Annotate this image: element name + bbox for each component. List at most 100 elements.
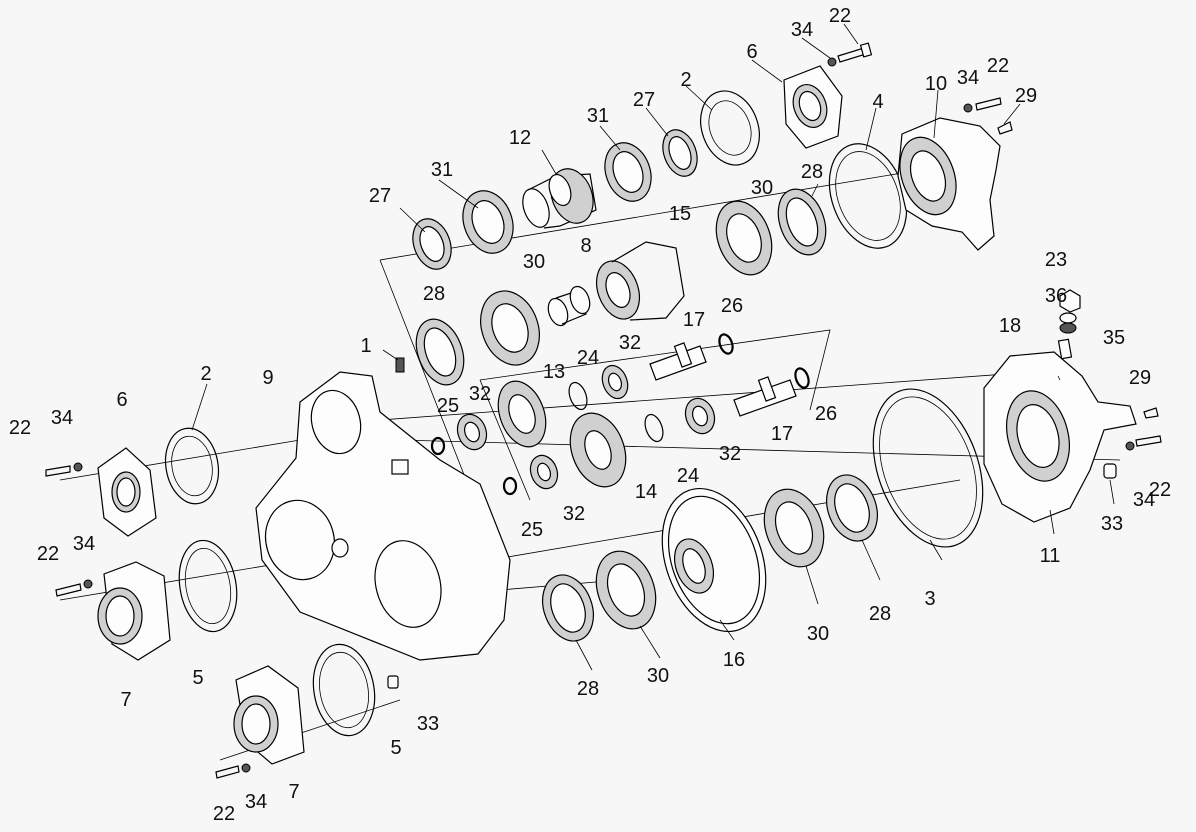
- part-label-28: 28: [577, 678, 599, 700]
- part-22-bolt-right-top: [975, 97, 1002, 111]
- part-label-18: 18: [999, 315, 1021, 337]
- part-label-28: 28: [423, 283, 445, 305]
- part-label-33: 33: [1101, 513, 1123, 535]
- part-24-snap-ring-upper: [568, 381, 588, 411]
- part-label-28: 28: [801, 161, 823, 183]
- part-5-gasket-bottom: [312, 643, 376, 737]
- part-32-bearing-upper-left: [456, 413, 488, 451]
- part-16-drum: [661, 487, 767, 633]
- part-label-34: 34: [957, 67, 979, 89]
- part-label-32: 32: [563, 503, 585, 525]
- part-14-gear: [569, 412, 627, 488]
- part-34-washer-right-top: [963, 103, 973, 113]
- part-label-6: 6: [746, 41, 757, 63]
- part-28-seal-mid-left: [415, 318, 465, 386]
- part-28-seal-lower: [542, 574, 594, 642]
- part-label-22: 22: [213, 803, 235, 825]
- part-label-7: 7: [288, 781, 299, 803]
- part-label-2: 2: [680, 69, 691, 91]
- part-26-ring-lower: [794, 367, 810, 389]
- part-32-bearing-upper-mid: [601, 364, 629, 400]
- part-label-28: 28: [869, 603, 891, 625]
- part-label-27: 27: [633, 89, 655, 111]
- part-22-bolt-bottom: [215, 765, 240, 779]
- part-32-bearing-lower-mid: [684, 397, 716, 435]
- part-label-25: 25: [521, 519, 543, 541]
- part-label-4: 4: [872, 91, 883, 113]
- part-34-washer-top: [827, 57, 837, 67]
- part-18-pin: [1057, 338, 1073, 360]
- part-17-shaft-upper: [649, 342, 707, 381]
- part-36-washer: [1059, 312, 1077, 324]
- part-label-7: 7: [120, 689, 131, 711]
- part-label-24: 24: [577, 347, 599, 369]
- part-13-gear: [497, 380, 547, 448]
- part-22-bolt-mid-left: [55, 583, 82, 597]
- part-label-24: 24: [677, 465, 699, 487]
- part-label-5: 5: [192, 667, 203, 689]
- part-11-end-cover: [983, 351, 1137, 523]
- part-label-29: 29: [1129, 367, 1151, 389]
- part-35-washer: [1059, 322, 1077, 334]
- part-7-cover-bottom: [233, 665, 305, 765]
- part-label-6: 6: [116, 389, 127, 411]
- part-label-11: 11: [1040, 545, 1061, 567]
- part-label-17: 17: [771, 423, 793, 445]
- part-7-cover-left: [97, 561, 171, 661]
- part-label-22: 22: [1149, 479, 1171, 501]
- part-label-10: 10: [925, 73, 947, 95]
- part-label-22: 22: [37, 543, 59, 565]
- part-6-bearing-cap-left: [97, 447, 157, 537]
- part-22-bolt-top: [837, 42, 873, 63]
- part-label-27: 27: [369, 185, 391, 207]
- part-label-9: 9: [262, 367, 273, 389]
- part-label-1: 1: [360, 335, 371, 357]
- part-label-2: 2: [200, 363, 211, 385]
- part-1-fitting: [395, 357, 405, 373]
- part-label-3: 3: [924, 588, 935, 610]
- part-label-23: 23: [1045, 249, 1067, 271]
- part-27-seal-top-right: [662, 129, 698, 177]
- part-label-22: 22: [987, 55, 1009, 77]
- part-30-bearing-mid-right: [715, 200, 773, 276]
- part-label-30: 30: [523, 251, 545, 273]
- part-27-seal-top: [412, 218, 452, 270]
- part-15-hub: [595, 241, 685, 321]
- part-label-34: 34: [1133, 489, 1155, 511]
- part-label-34: 34: [51, 407, 73, 429]
- part-label-15: 15: [669, 203, 691, 225]
- part-32-bearing-lower-left: [529, 454, 559, 490]
- part-label-34: 34: [73, 533, 95, 555]
- part-label-26: 26: [721, 295, 743, 317]
- part-33-plug-right: [1103, 463, 1117, 479]
- part-label-8: 8: [580, 235, 591, 257]
- part-label-34: 34: [791, 19, 813, 41]
- part-label-17: 17: [683, 309, 705, 331]
- part-31-bearing-top-left: [462, 190, 514, 254]
- part-label-16: 16: [723, 649, 745, 671]
- part-label-36: 36: [1045, 285, 1067, 307]
- part-31-bearing-top-right: [604, 142, 652, 202]
- part-28-seal-mid-right: [777, 188, 827, 256]
- part-label-12: 12: [509, 127, 531, 149]
- part-29-fitting-top: [997, 121, 1013, 135]
- part-label-22: 22: [9, 417, 31, 439]
- part-29-fitting-right: [1143, 407, 1159, 419]
- part-label-31: 31: [431, 159, 453, 181]
- part-label-25: 25: [437, 395, 459, 417]
- part-34-washer-bottom: [241, 763, 251, 773]
- part-label-32: 32: [619, 332, 641, 354]
- part-6-bearing-cap-top: [783, 65, 843, 149]
- part-label-32: 32: [469, 383, 491, 405]
- part-10-housing: [897, 117, 1001, 251]
- part-label-30: 30: [647, 665, 669, 687]
- part-2-gasket-left: [164, 427, 220, 505]
- part-22-bolt-right: [1135, 435, 1162, 447]
- part-9-main-housing: [255, 371, 511, 661]
- part-5-gasket-left: [178, 539, 238, 633]
- part-label-31: 31: [587, 105, 609, 127]
- part-8-sleeve: [547, 285, 591, 327]
- part-34-washer-left: [73, 462, 83, 472]
